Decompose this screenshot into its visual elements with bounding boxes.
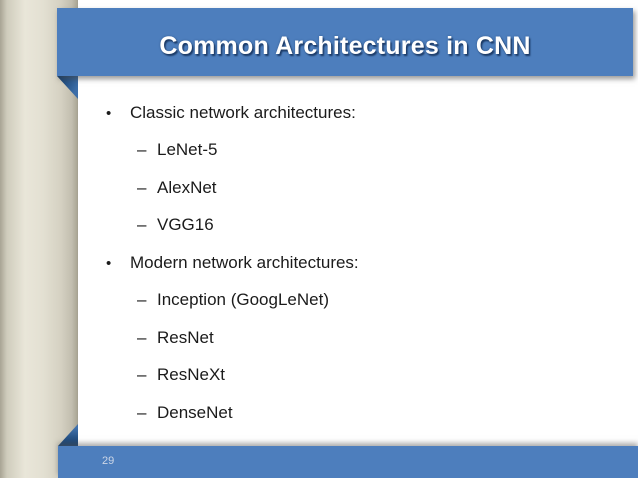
sub-bullet-item: –ResNeXt bbox=[78, 362, 638, 399]
sub-bullet-item: –ResNet bbox=[78, 325, 638, 362]
title-banner: Common Architectures in CNN bbox=[57, 8, 633, 76]
sub-bullet-item-label: VGG16 bbox=[157, 215, 214, 235]
dash-marker: – bbox=[137, 327, 147, 347]
slide-title: Common Architectures in CNN bbox=[159, 31, 531, 60]
dash-marker: – bbox=[137, 177, 147, 197]
bullet-item-label: Classic network architectures: bbox=[130, 103, 356, 122]
bullet-marker: • bbox=[106, 105, 112, 122]
sub-bullet-item: –Inception (GoogLeNet) bbox=[78, 287, 638, 324]
dash-marker: – bbox=[137, 365, 147, 385]
bullet-item: • Classic network architectures: bbox=[78, 100, 638, 137]
sub-bullet-item-label: Inception (GoogLeNet) bbox=[157, 290, 329, 310]
bullet-list: •Classic network architectures:–LeNet-5–… bbox=[78, 100, 638, 437]
footer-bar: 29 bbox=[58, 446, 638, 478]
bullet-item: • Modern network architectures: bbox=[78, 250, 638, 287]
sub-bullet-item-label: LeNet-5 bbox=[157, 140, 218, 160]
dash-marker: – bbox=[137, 290, 147, 310]
dash-marker: – bbox=[137, 140, 147, 160]
bullet-marker: • bbox=[106, 254, 112, 272]
sub-bullet-item: –DenseNet bbox=[78, 400, 638, 437]
slide-body: •Classic network architectures:–LeNet-5–… bbox=[78, 100, 638, 437]
sub-bullet-item-label: DenseNet bbox=[157, 402, 233, 422]
bullet-item-label: Modern network architectures: bbox=[130, 252, 359, 272]
dash-marker: – bbox=[137, 402, 147, 422]
sub-bullet-item-label: ResNeXt bbox=[157, 365, 226, 385]
page-number: 29 bbox=[102, 455, 115, 467]
dash-marker: – bbox=[137, 215, 147, 235]
sub-bullet-item: –LeNet-5 bbox=[78, 137, 638, 174]
sub-bullet-item: –AlexNet bbox=[78, 175, 638, 212]
sub-bullet-item-label: AlexNet bbox=[157, 177, 217, 197]
sub-bullet-item: –VGG16 bbox=[78, 212, 638, 249]
sub-bullet-item-label: ResNet bbox=[157, 327, 214, 347]
